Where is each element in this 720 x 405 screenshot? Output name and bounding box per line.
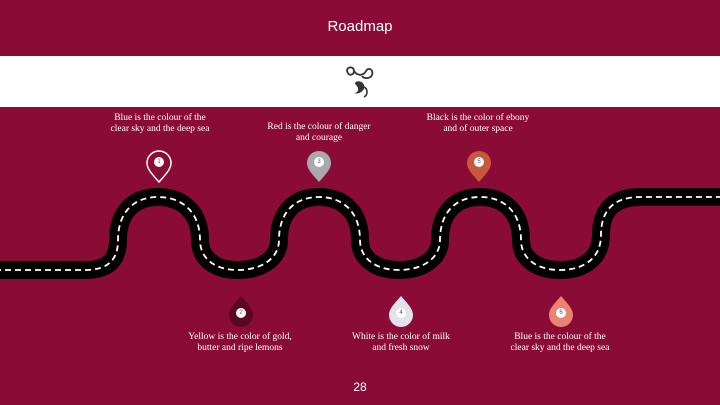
- milestone-2-text: Yellow is the color of gold, butter and …: [188, 332, 292, 353]
- milestone-6-text: Blue is the colour of the clear sky and …: [510, 332, 610, 353]
- milestone-3-text: Red is the colour of danger and courage: [267, 122, 371, 143]
- milestone-3-number: 3: [314, 157, 324, 167]
- milestone-1-number: 1: [154, 157, 164, 167]
- map-pin-icon: [146, 150, 172, 184]
- milestone-4-pin: 4: [388, 295, 414, 329]
- milestone-5-pin: 5: [466, 150, 492, 184]
- slide-title: Roadmap: [327, 18, 393, 35]
- milestone-2-pin: 2: [228, 295, 254, 329]
- milestone-5-text: Black is the color of ebony and of outer…: [426, 113, 530, 134]
- milestone-2-number: 2: [236, 308, 246, 318]
- milestone-1-pin: 1: [146, 150, 172, 184]
- milestone-5-number: 5: [474, 157, 484, 167]
- map-pin-icon: [467, 151, 491, 182]
- header-band: [0, 56, 720, 107]
- milestone-6-pin: 6: [548, 295, 574, 329]
- map-pin-icon: [307, 151, 331, 182]
- milestone-1-text: Blue is the colour of the clear sky and …: [110, 113, 210, 134]
- milestone-4-number: 4: [396, 308, 406, 318]
- page-number: 28: [353, 380, 367, 394]
- decorative-swirl-icon: [340, 63, 380, 106]
- milestone-4-text: White is the color of milk and fresh sno…: [352, 332, 450, 353]
- milestone-6-number: 6: [556, 308, 566, 318]
- milestone-3-pin: 3: [306, 150, 332, 184]
